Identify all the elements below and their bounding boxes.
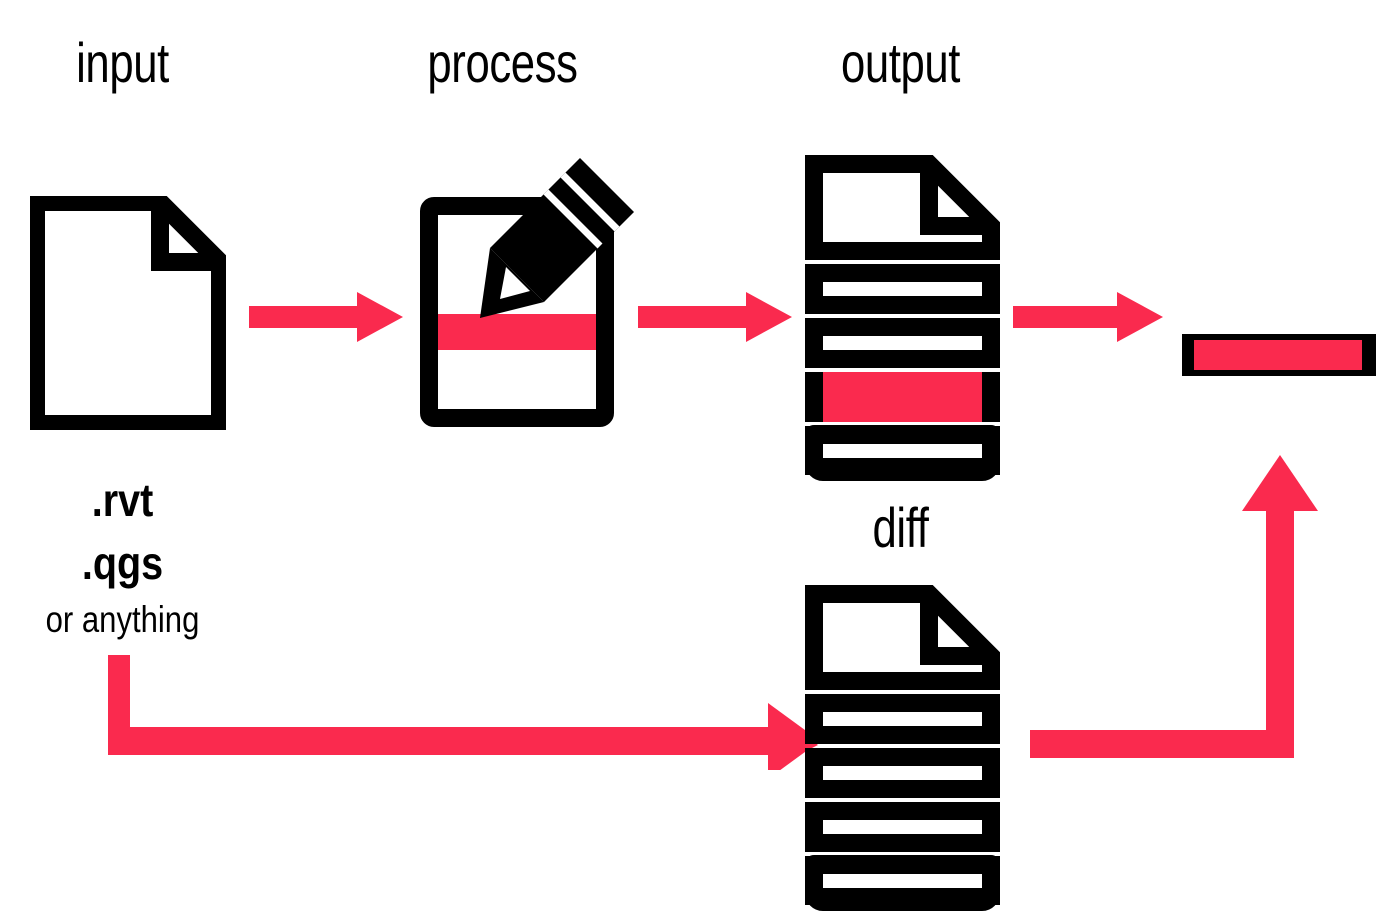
input-document-icon[interactable] — [30, 196, 226, 430]
elbow-arrow-down-right-icon — [108, 655, 820, 770]
arrow-input-to-process — [249, 292, 405, 342]
document-slice-1 — [805, 155, 1000, 260]
arrow-process-to-output — [638, 292, 794, 342]
output-document-bottom-slice — [805, 425, 1000, 481]
diff-document-bottom-slice — [805, 855, 1000, 911]
arrow-right-icon — [638, 292, 792, 342]
column-heading-input: input — [76, 31, 169, 94]
process-document-icon[interactable] — [412, 150, 644, 430]
arrow-diff-to-slice — [1030, 455, 1330, 760]
document-slice-2 — [805, 694, 1000, 744]
document-slice-4 — [805, 802, 1000, 852]
document-slice-2 — [805, 264, 1000, 314]
input-format-secondary: .qgs — [81, 537, 164, 589]
document-slice-3 — [805, 748, 1000, 798]
sliced-document-icon — [805, 155, 1000, 475]
arrow-right-icon — [249, 292, 403, 342]
arrow-output-to-slice — [1013, 292, 1165, 342]
document-slice-6-icon — [805, 855, 1000, 911]
document-slice-1 — [805, 585, 1000, 690]
document-slice-6-icon — [805, 425, 1000, 481]
column-heading-diff: diff — [872, 496, 929, 559]
document-edit-pencil-icon — [420, 158, 634, 427]
column-heading-output: output — [840, 31, 961, 94]
elbow-arrow-right-up-icon — [1030, 455, 1318, 758]
document-icon — [30, 196, 226, 430]
document-slice-3 — [805, 318, 1000, 368]
single-slice-icon — [1182, 334, 1376, 376]
arrow-input-to-diff — [108, 655, 820, 770]
column-heading-process: process — [427, 31, 578, 94]
arrow-right-icon — [1013, 292, 1163, 342]
extracted-slice-icon[interactable] — [1182, 334, 1377, 376]
document-slice-4-highlighted — [805, 372, 1000, 422]
pencil-icon — [480, 158, 634, 318]
output-document-icon[interactable] — [805, 155, 1000, 475]
process-red-band — [438, 314, 596, 350]
input-format-note: or anything — [45, 599, 200, 640]
input-format-primary: .rvt — [91, 474, 154, 526]
